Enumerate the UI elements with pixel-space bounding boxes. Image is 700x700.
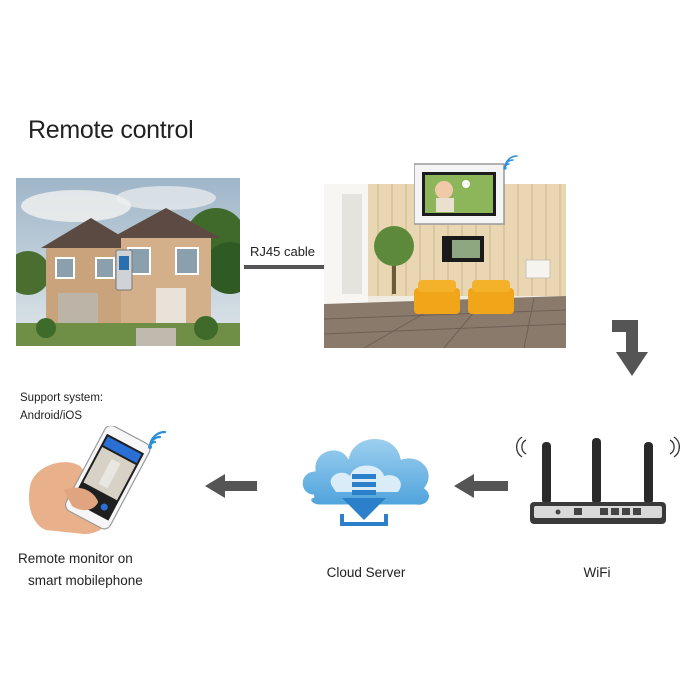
left-arrow-icon [454,474,508,498]
cloud-caption: Cloud Server [326,565,406,580]
left-arrow-icon [205,474,257,498]
cable-line [244,265,324,269]
smartphone-image [28,426,151,534]
down-arrow-icon [612,320,648,376]
cable-label: RJ45 cable [250,244,316,259]
phone-wifi-icon [148,430,167,449]
wifi-caption: WiFi [583,565,611,580]
page-title: Remote control [28,116,194,144]
support-system-label: Support system: [20,392,104,404]
support-os-label: Android/iOS [20,410,83,422]
wifi-router-image [516,436,680,524]
phone-caption-line1: Remote monitor on [18,551,133,566]
indoor-monitor-image [414,163,505,225]
monitor-wifi-icon [503,155,518,170]
house-image [16,178,240,346]
phone-caption-line2: smart mobilephone [28,573,143,588]
cloud-server-icon [299,436,432,526]
